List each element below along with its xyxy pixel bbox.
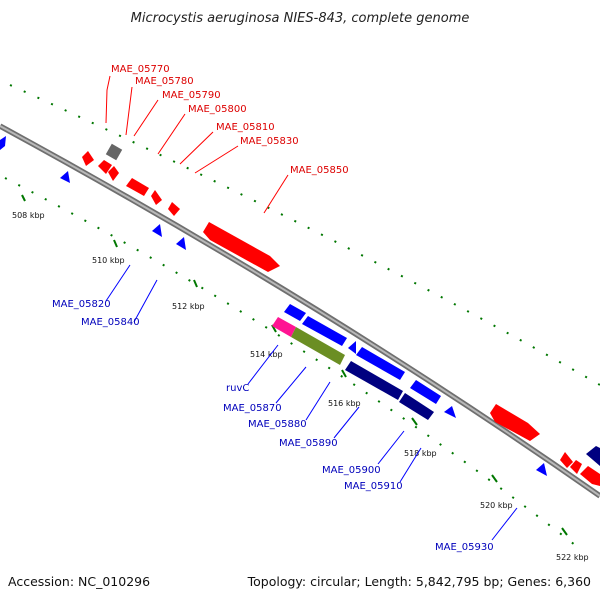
gene-label: MAE_05910 xyxy=(344,481,403,492)
bottom-gene-labels: MAE_05820 MAE_05840 ruvC MAE_05870 MAE_0… xyxy=(52,299,494,553)
kbp-ticks xyxy=(21,194,568,536)
kbp-label: 508 kbp xyxy=(12,211,45,220)
gene-label: MAE_05820 xyxy=(52,299,111,310)
gene-blue-small-2[interactable] xyxy=(348,341,356,354)
gene-label: MAE_05830 xyxy=(240,136,299,147)
forward-strand-genes xyxy=(82,143,600,486)
kbp-tick xyxy=(411,417,418,426)
gene-red-right-2[interactable] xyxy=(560,452,573,468)
map-title: Microcystis aeruginosa NIES-843, complet… xyxy=(131,11,470,26)
gene-label: MAE_05800 xyxy=(188,104,247,115)
gene-navy-right[interactable] xyxy=(586,446,600,466)
gene-mae-05910[interactable] xyxy=(399,393,434,420)
gene-blue-upper-2[interactable] xyxy=(302,316,347,346)
kbp-tick xyxy=(491,474,498,483)
gene-blue-small-1[interactable] xyxy=(60,171,70,183)
accession-text: Accession: NC_010296 xyxy=(8,574,150,589)
gene-mae-05890[interactable] xyxy=(345,361,403,400)
genome-summary-text: Topology: circular; Length: 5,842,795 bp… xyxy=(247,574,591,589)
kbp-tick xyxy=(561,527,568,536)
gene-mae-05830-b[interactable] xyxy=(151,190,162,205)
kbp-tick xyxy=(193,279,198,288)
kbp-label: 518 kbp xyxy=(404,449,437,458)
kbp-label: 514 kbp xyxy=(250,350,283,359)
gene-mae-05820[interactable] xyxy=(152,224,162,237)
gene-mae-05900[interactable] xyxy=(410,380,441,404)
kbp-label: 512 kbp xyxy=(172,302,205,311)
reverse-strand-genes xyxy=(0,136,600,476)
top-leader-lines xyxy=(105,75,289,214)
gene-label: MAE_05780 xyxy=(135,76,194,87)
bottom-leader-lines xyxy=(105,264,518,541)
kbp-label: 520 kbp xyxy=(480,501,513,510)
gene-blue-upper-1[interactable] xyxy=(284,304,306,321)
gene-mae-05880[interactable] xyxy=(356,347,405,380)
gene-label: MAE_05890 xyxy=(279,438,338,449)
gene-red-right-1[interactable] xyxy=(490,404,540,441)
kbp-tick xyxy=(21,194,26,202)
kbp-label: 522 kbp xyxy=(556,553,589,562)
gene-blue-small-3[interactable] xyxy=(444,406,456,418)
kbp-tick xyxy=(113,239,118,248)
gene-label: MAE_05810 xyxy=(216,122,275,133)
gene-label: MAE_05790 xyxy=(162,90,221,101)
gene-mae-05770[interactable] xyxy=(82,151,94,166)
gene-label: MAE_05770 xyxy=(111,64,170,75)
gene-label: MAE_05930 xyxy=(435,542,494,553)
top-gene-labels: MAE_05770 MAE_05780 MAE_05790 MAE_05800 … xyxy=(111,64,349,176)
kbp-tick xyxy=(341,369,347,378)
gene-mae-05800[interactable] xyxy=(98,160,112,174)
kbp-label: 516 kbp xyxy=(328,399,361,408)
genome-backbone xyxy=(0,123,600,499)
gene-label: MAE_05900 xyxy=(322,465,381,476)
gene-label: MAE_05870 xyxy=(223,403,282,414)
gene-mae-05830[interactable] xyxy=(126,178,149,196)
gene-label: MAE_05880 xyxy=(248,419,307,430)
kbp-labels: 508 kbp 510 kbp 512 kbp 514 kbp 516 kbp … xyxy=(12,211,589,562)
gene-mae-05930[interactable] xyxy=(536,463,547,476)
gene-blue-left[interactable] xyxy=(0,136,6,150)
gene-red-right-4[interactable] xyxy=(580,466,600,486)
gene-mae-05810[interactable] xyxy=(108,166,119,181)
gene-label: MAE_05840 xyxy=(81,317,140,328)
inner-scale-ring xyxy=(4,177,576,546)
gene-mae-05780[interactable] xyxy=(105,143,123,161)
gene-label: MAE_05850 xyxy=(290,165,349,176)
kbp-label: 510 kbp xyxy=(92,256,125,265)
gene-ruvc[interactable] xyxy=(272,317,296,337)
gene-mae-05850[interactable] xyxy=(203,222,280,272)
gene-mae-05870[interactable] xyxy=(291,327,345,365)
gene-mae-05840[interactable] xyxy=(176,237,186,250)
gene-label: ruvC xyxy=(226,383,249,394)
gene-red-right-3[interactable] xyxy=(570,460,582,474)
gene-mae-05830-c[interactable] xyxy=(168,202,180,216)
